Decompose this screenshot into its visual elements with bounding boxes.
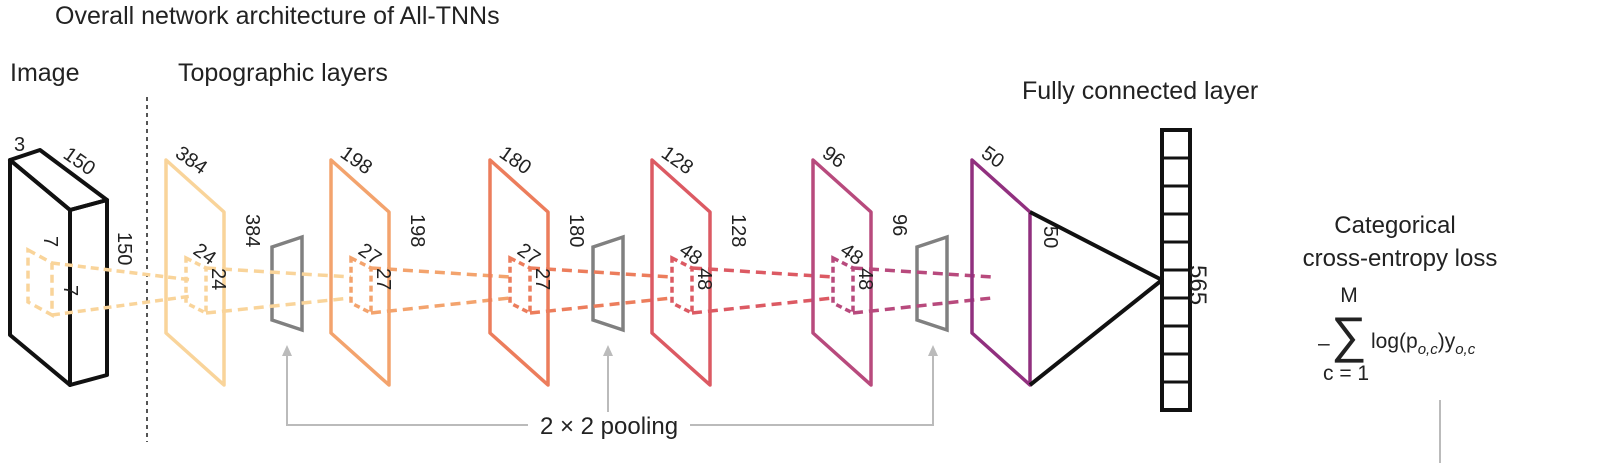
topographic-layers: 3843842424198198272718018027271281284848… xyxy=(164,142,1164,387)
topographic-layer xyxy=(164,158,226,387)
projection-line xyxy=(529,296,673,315)
image-label: Image xyxy=(10,59,79,87)
topographic-layer xyxy=(970,158,1032,387)
image-width-label: 150 xyxy=(59,143,99,180)
layer-kernel xyxy=(670,255,694,316)
projection-line xyxy=(205,296,352,315)
layer-side-dim-label: 96 xyxy=(888,214,910,236)
layer-kernel-a-label: 24 xyxy=(189,239,220,270)
image-kernel-b-label: 7 xyxy=(59,285,81,296)
projection-line xyxy=(529,266,673,279)
layer-kernel-a-label: 48 xyxy=(836,239,867,270)
image-kernel xyxy=(26,247,193,318)
figure-title: Overall network architecture of All-TNNs xyxy=(55,2,500,30)
pooling-label: 2 × 2 pooling xyxy=(540,413,678,440)
pooling-layer xyxy=(270,234,304,333)
loss-title-line1: Categorical xyxy=(1334,212,1455,239)
layer-kernel-b-label: 24 xyxy=(207,268,229,290)
layer-kernel-a-label: 48 xyxy=(675,239,706,270)
projection-line xyxy=(852,266,993,279)
pooling-connectors xyxy=(286,352,934,426)
projection-line xyxy=(852,296,993,315)
layer-kernel-b-label: 48 xyxy=(854,268,876,290)
topographic-layer xyxy=(650,158,712,387)
layer-kernel xyxy=(349,255,373,316)
loss-lower-limit: c = 1 xyxy=(1323,362,1369,385)
layer-kernel xyxy=(184,255,208,316)
projection-line xyxy=(691,266,834,279)
loss-log-term: log(po,c)yo,c xyxy=(1371,330,1476,358)
layer-side-dim-label: 180 xyxy=(565,214,587,247)
pooling-layer xyxy=(591,234,625,333)
layer-kernel-b-label: 27 xyxy=(372,268,394,290)
layer-kernel-b-label: 48 xyxy=(693,268,715,290)
pooling-arrowheads xyxy=(282,345,938,356)
projection-line xyxy=(205,266,352,279)
image-block-side xyxy=(68,198,109,387)
topographic-layer xyxy=(488,158,550,387)
layer-side-dim-label: 384 xyxy=(241,214,263,247)
layer-side-dim-label: 50 xyxy=(1039,226,1061,248)
topographic-label: Topographic layers xyxy=(178,59,388,87)
fully-connected-layer xyxy=(1160,128,1192,412)
loss-minus: – xyxy=(1318,332,1330,355)
loss-title-line2: cross-entropy loss xyxy=(1303,245,1498,272)
image-height-label: 150 xyxy=(113,232,135,265)
layer-side-dim-label: 128 xyxy=(727,214,749,247)
projection-line xyxy=(370,266,511,279)
topographic-layer xyxy=(811,158,873,387)
fully-connected-label: Fully connected layer xyxy=(1022,77,1258,105)
image-block-front xyxy=(8,158,72,387)
layer-top-dim-label: 180 xyxy=(495,142,535,179)
layer-top-dim-label: 128 xyxy=(657,142,697,179)
image-kernel-a-label: 7 xyxy=(39,236,61,247)
pooling-layer xyxy=(915,234,949,333)
layer-kernel xyxy=(508,255,532,316)
layer-side-dim-label: 198 xyxy=(406,214,428,247)
loss-sigma: ∑ xyxy=(1331,307,1367,363)
layer-top-dim-label: 384 xyxy=(171,142,211,179)
projection-line xyxy=(691,296,834,315)
layer-top-dim-label: 198 xyxy=(336,142,376,179)
layer-kernel-a-label: 27 xyxy=(354,239,385,270)
topographic-layer xyxy=(329,158,391,387)
projection-line xyxy=(370,296,511,315)
layer-kernel-b-label: 27 xyxy=(531,268,553,290)
image-block xyxy=(8,148,109,387)
fc-units-label: 565 xyxy=(1184,265,1211,305)
loss-upper-limit: M xyxy=(1340,284,1358,307)
layer-kernel-a-label: 27 xyxy=(513,239,544,270)
layer-kernel xyxy=(831,255,855,316)
image-channels-label: 3 xyxy=(14,134,25,156)
